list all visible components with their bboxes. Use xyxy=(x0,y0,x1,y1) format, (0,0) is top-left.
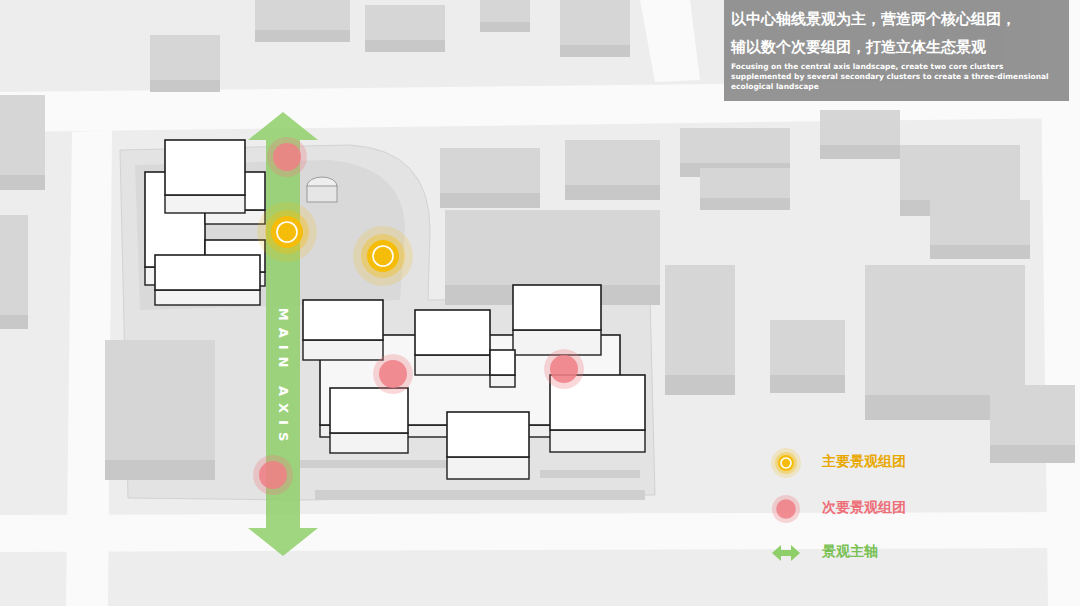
parking-strip xyxy=(315,490,645,500)
context-building-wall xyxy=(255,30,350,42)
context-building-wall xyxy=(565,185,660,200)
context-building-roof xyxy=(445,210,660,285)
context-building-roof xyxy=(990,385,1075,445)
parking-strip xyxy=(300,460,450,468)
context-building-roof xyxy=(0,215,28,315)
context-building-wall xyxy=(0,315,28,329)
context-building-roof xyxy=(440,148,540,193)
context-building-wall xyxy=(560,45,630,57)
project-building-wall xyxy=(155,290,260,305)
project-building-roof xyxy=(415,310,490,355)
context-building-wall xyxy=(150,80,220,92)
context-building-roof xyxy=(700,168,790,198)
legend-text: 次要景观组团 xyxy=(822,499,906,517)
context-building-roof xyxy=(930,200,1030,245)
axis-label: MAIN AXIS xyxy=(276,308,291,449)
context-building-wall xyxy=(480,22,530,32)
context-building-roof xyxy=(255,0,350,30)
context-building-wall xyxy=(105,460,215,480)
project-building-roof xyxy=(490,350,515,375)
parking-strip xyxy=(540,470,640,478)
project-building-roof xyxy=(330,388,408,433)
context-building-roof xyxy=(365,5,445,40)
minor-cluster-marker xyxy=(267,137,307,177)
caption: Focusing on the central axis landscape, … xyxy=(731,62,1063,92)
legend-text: 景观主轴 xyxy=(822,543,878,561)
context-building-roof xyxy=(680,128,790,163)
title: 以中心轴线景观为主，营造两个核心组团， 辅以数个次要组团，打造立体生态景观 xyxy=(731,5,1029,61)
project-building-wall xyxy=(490,375,515,387)
project-building-wall xyxy=(415,355,490,375)
project-building-wall xyxy=(165,195,245,213)
project-buildings xyxy=(145,140,645,479)
context-building-wall xyxy=(770,375,845,393)
project-building-roof xyxy=(303,300,383,340)
context-building-roof xyxy=(0,95,45,175)
legend-swatch xyxy=(770,494,806,524)
major-cluster-marker xyxy=(257,202,317,262)
road xyxy=(640,0,700,82)
major-cluster-marker xyxy=(353,226,413,286)
context-building-roof xyxy=(900,145,1020,200)
road xyxy=(0,512,1080,552)
project-building-wall xyxy=(447,457,529,479)
project-building-roof xyxy=(447,412,529,457)
legend-swatch xyxy=(770,448,806,478)
context-building-roof xyxy=(560,0,630,45)
project-building-roof xyxy=(165,140,245,195)
context-building-wall xyxy=(930,245,1030,259)
legend-swatch xyxy=(770,538,806,568)
context-building-roof xyxy=(150,35,220,80)
context-building-roof xyxy=(565,140,660,185)
title-panel xyxy=(724,0,1069,101)
context-building-wall xyxy=(440,193,540,208)
round-pavilion-wall xyxy=(307,186,337,202)
project-building-roof xyxy=(513,285,601,330)
context-building-roof xyxy=(480,0,530,22)
project-building-wall xyxy=(550,430,645,452)
project-building-wall xyxy=(330,433,408,453)
context-building-wall xyxy=(990,445,1075,463)
legend-text: 主要景观组团 xyxy=(822,453,906,471)
context-building-wall xyxy=(700,198,790,210)
context-building-wall xyxy=(665,375,735,395)
context-building-wall xyxy=(365,40,445,52)
minor-cluster-marker xyxy=(373,354,413,394)
context-building-roof xyxy=(770,320,845,375)
context-buildings xyxy=(0,0,1075,480)
minor-cluster-marker xyxy=(544,349,584,389)
context-building-wall xyxy=(820,145,900,159)
main-axis-band xyxy=(248,112,318,556)
context-building-roof xyxy=(865,265,1025,395)
axis-arrow xyxy=(248,112,318,556)
context-building-wall xyxy=(0,175,45,190)
context-building-roof xyxy=(665,265,735,375)
project-building-roof xyxy=(155,255,260,290)
context-building-roof xyxy=(820,110,900,145)
minor-cluster-marker xyxy=(253,455,293,495)
project-building-wall xyxy=(303,340,383,360)
context-building-roof xyxy=(105,340,215,460)
